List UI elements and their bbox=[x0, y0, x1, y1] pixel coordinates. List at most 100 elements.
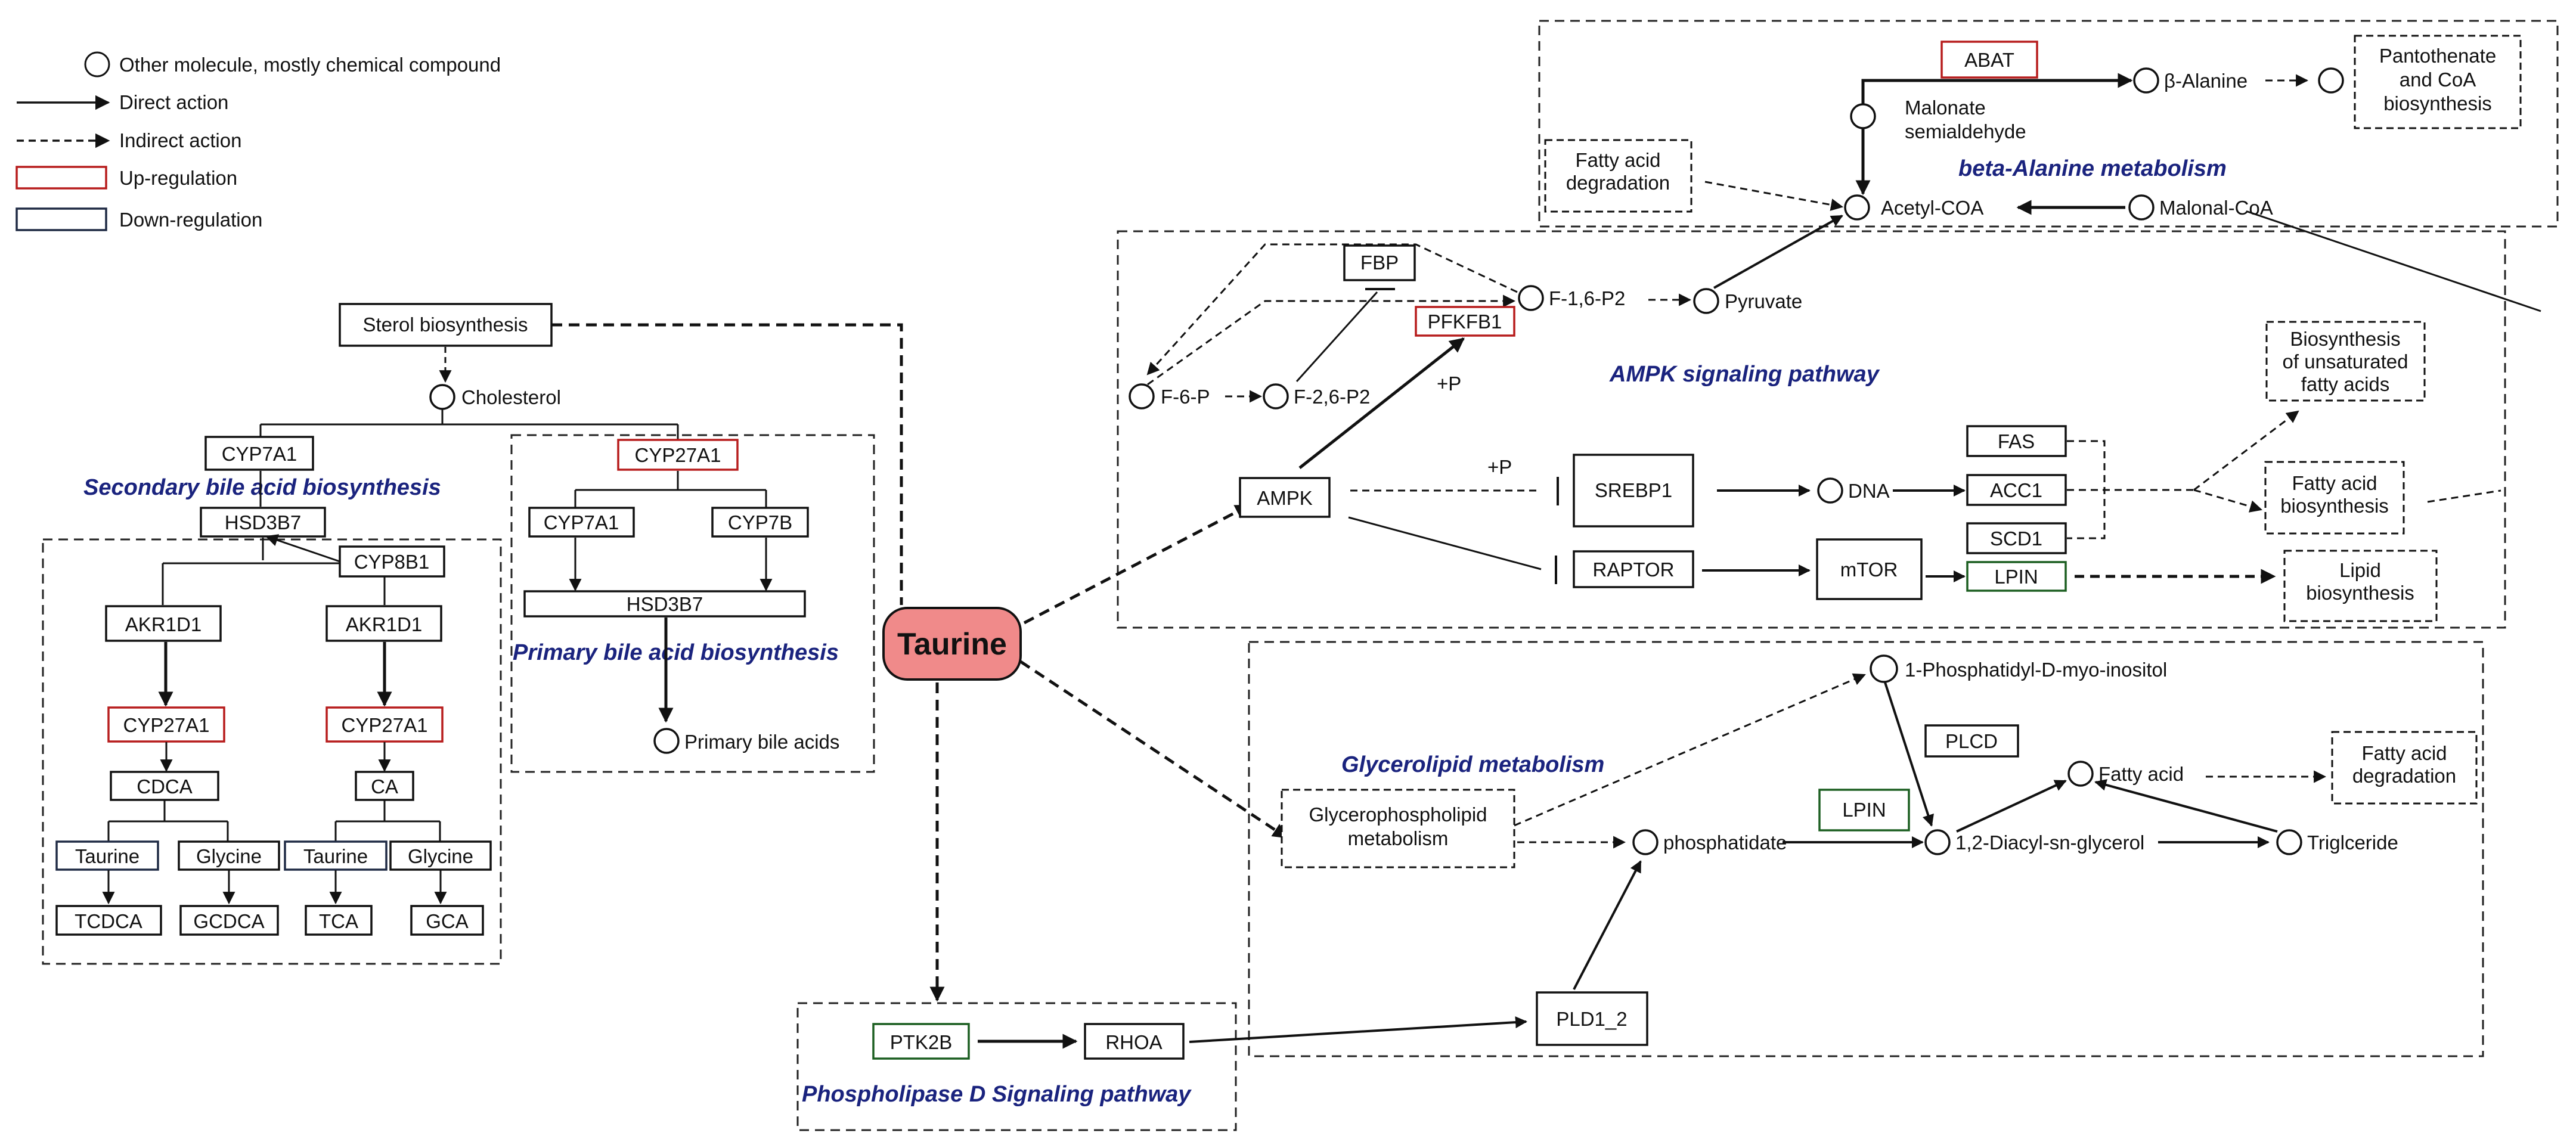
srebp1-label: SREBP1 bbox=[1595, 479, 1672, 501]
edge-fa-bio-right-stub bbox=[2427, 489, 2501, 503]
hsd3b7-primary-box bbox=[523, 590, 806, 618]
region-primary-bile bbox=[510, 434, 875, 773]
beta-alanine-title: beta-Alanine metabolism bbox=[1958, 156, 2227, 181]
legend: Other molecule, mostly chemical compound… bbox=[16, 51, 501, 231]
edge-cyp27a1-primary-branch bbox=[574, 471, 767, 508]
akr1d1-right-label: AKR1D1 bbox=[346, 613, 422, 635]
region-pld bbox=[796, 1002, 1237, 1131]
mtor-label: mTOR bbox=[1840, 559, 1898, 581]
legend-compound-label: Other molecule, mostly chemical compound bbox=[119, 54, 501, 76]
gp-metabolism-line1: Glycerophospholipid bbox=[1309, 803, 1487, 826]
ampk-title: AMPK signaling pathway bbox=[1609, 362, 1880, 387]
glycine-left-label: Glycine bbox=[196, 845, 262, 867]
edge-malonate-to-beta-alanine bbox=[1861, 73, 2133, 107]
fa-biosynthesis-box bbox=[2264, 461, 2405, 535]
primary-bile-acids-node bbox=[653, 728, 680, 754]
fbp-box bbox=[1343, 244, 1416, 281]
edge-dag-to-fatty-acid bbox=[1956, 780, 2067, 833]
fa-degradation-beta-line2: degradation bbox=[1566, 172, 1670, 194]
unsat-fa-line2: of unsaturated bbox=[2283, 350, 2408, 373]
tcdca-box bbox=[55, 905, 162, 936]
taurine-right-box bbox=[284, 840, 388, 871]
hsd3b7-secondary-label: HSD3B7 bbox=[225, 511, 301, 533]
f6p-node bbox=[1129, 383, 1155, 409]
edge-cdca-branch bbox=[107, 801, 229, 842]
beta-alanine-node bbox=[2133, 67, 2159, 94]
sterol-biosynthesis-label: Sterol biosynthesis bbox=[363, 314, 528, 336]
edge-f16p2-to-f6p-loop bbox=[1146, 243, 1518, 376]
cholesterol-node bbox=[429, 384, 455, 410]
edge-taurine-to-glycerophospholipid bbox=[1019, 660, 1288, 839]
region-glycerolipid bbox=[1248, 641, 2484, 1057]
taurine-hub-node bbox=[882, 607, 1022, 681]
raptor-label: RAPTOR bbox=[1593, 559, 1675, 581]
edge-f26p2-to-fbp bbox=[1295, 291, 1378, 383]
akr1d1-left-box bbox=[105, 605, 222, 642]
edge-pld-to-phosphatidate bbox=[1573, 860, 1642, 990]
f16p2-label: F-1,6-P2 bbox=[1549, 287, 1625, 309]
dag-node bbox=[1924, 829, 1951, 855]
primary-bile-acids-label: Primary bile acids bbox=[684, 731, 839, 753]
f6p-label: F-6-P bbox=[1161, 386, 1210, 408]
fatty-acid-label: Fatty acid bbox=[2098, 763, 2184, 785]
pfkfb1-label: PFKFB1 bbox=[1428, 311, 1502, 333]
legend-compound-symbol bbox=[84, 51, 110, 77]
fbp-label: FBP bbox=[1360, 252, 1399, 274]
fa-degradation-glycero-line1: Fatty acid bbox=[2361, 742, 2447, 764]
lpin-glycero-label: LPIN bbox=[1842, 799, 1886, 821]
cyp7a1-secondary-box bbox=[204, 436, 314, 471]
region-secondary-bile bbox=[42, 538, 502, 965]
region-ampk bbox=[1117, 230, 2506, 629]
lipid-biosynthesis-box bbox=[2283, 550, 2438, 622]
acc1-box bbox=[1966, 474, 2067, 506]
plcd-box bbox=[1924, 724, 2019, 758]
cholesterol-label: Cholesterol bbox=[461, 386, 561, 408]
cyp27a1-left-box bbox=[107, 706, 225, 743]
edge-gp-to-pi bbox=[1514, 673, 1866, 827]
edge-bracket-to-fa-bio bbox=[2193, 489, 2263, 513]
taurine-hub-label: Taurine bbox=[897, 627, 1007, 662]
gp-metabolism-box bbox=[1281, 789, 1515, 868]
ptk2b-label: PTK2B bbox=[890, 1031, 953, 1053]
edge-bracket-to-unsat bbox=[2193, 410, 2299, 491]
fas-label: FAS bbox=[1998, 430, 2035, 452]
pantothenate-line3: biosynthesis bbox=[2383, 92, 2492, 114]
legend-up-symbol bbox=[16, 166, 107, 190]
cyp27a1-right-box bbox=[326, 706, 444, 743]
taurine-left-box bbox=[55, 840, 159, 871]
edge-malonyl-to-fa-biosynthesis bbox=[2247, 210, 2541, 312]
cyp27a1-primary-label: CYP27A1 bbox=[635, 444, 721, 466]
gca-label: GCA bbox=[426, 910, 469, 932]
glycine-right-box bbox=[389, 840, 492, 871]
pantothenate-line2: and CoA bbox=[2400, 69, 2476, 91]
pfkfb1-box bbox=[1415, 306, 1515, 337]
fa-degradation-glycero-box bbox=[2331, 731, 2478, 805]
phosphatidate-label: phosphatidate bbox=[1663, 831, 1787, 854]
plus-p-srebp1: +P bbox=[1487, 456, 1512, 478]
legend-down-label: Down-regulation bbox=[119, 209, 262, 231]
dna-node bbox=[1817, 477, 1843, 504]
unsat-fa-line1: Biosynthesis bbox=[2290, 328, 2400, 350]
plcd-label: PLCD bbox=[1945, 730, 1998, 752]
glycerolipid-title: Glycerolipid metabolism bbox=[1341, 752, 1604, 777]
cyp27a1-right-label: CYP27A1 bbox=[342, 714, 428, 736]
region-beta-alanine bbox=[1538, 20, 2559, 228]
tg-label: Triglceride bbox=[2307, 831, 2398, 854]
gp-metabolism-line2: metabolism bbox=[1348, 827, 1449, 849]
legend-down-symbol bbox=[16, 207, 107, 231]
taurine-left-label: Taurine bbox=[75, 845, 140, 867]
cyp27a1-left-label: CYP27A1 bbox=[123, 714, 210, 736]
edge-cholesterol-branch bbox=[259, 409, 679, 440]
tca-label: TCA bbox=[319, 910, 358, 932]
ampk-box bbox=[1239, 477, 1331, 518]
edge-f6p-to-f16p2 bbox=[1147, 294, 1516, 386]
fa-biosynthesis-line1: Fatty acid bbox=[2292, 472, 2377, 494]
cdca-box bbox=[110, 771, 219, 801]
glycine-left-box bbox=[178, 840, 280, 871]
hsd3b7-secondary-box bbox=[200, 507, 326, 538]
cyp8b1-label: CYP8B1 bbox=[354, 551, 430, 573]
malonate-line1: Malonate bbox=[1905, 97, 1986, 119]
akr1d1-right-box bbox=[326, 605, 442, 642]
